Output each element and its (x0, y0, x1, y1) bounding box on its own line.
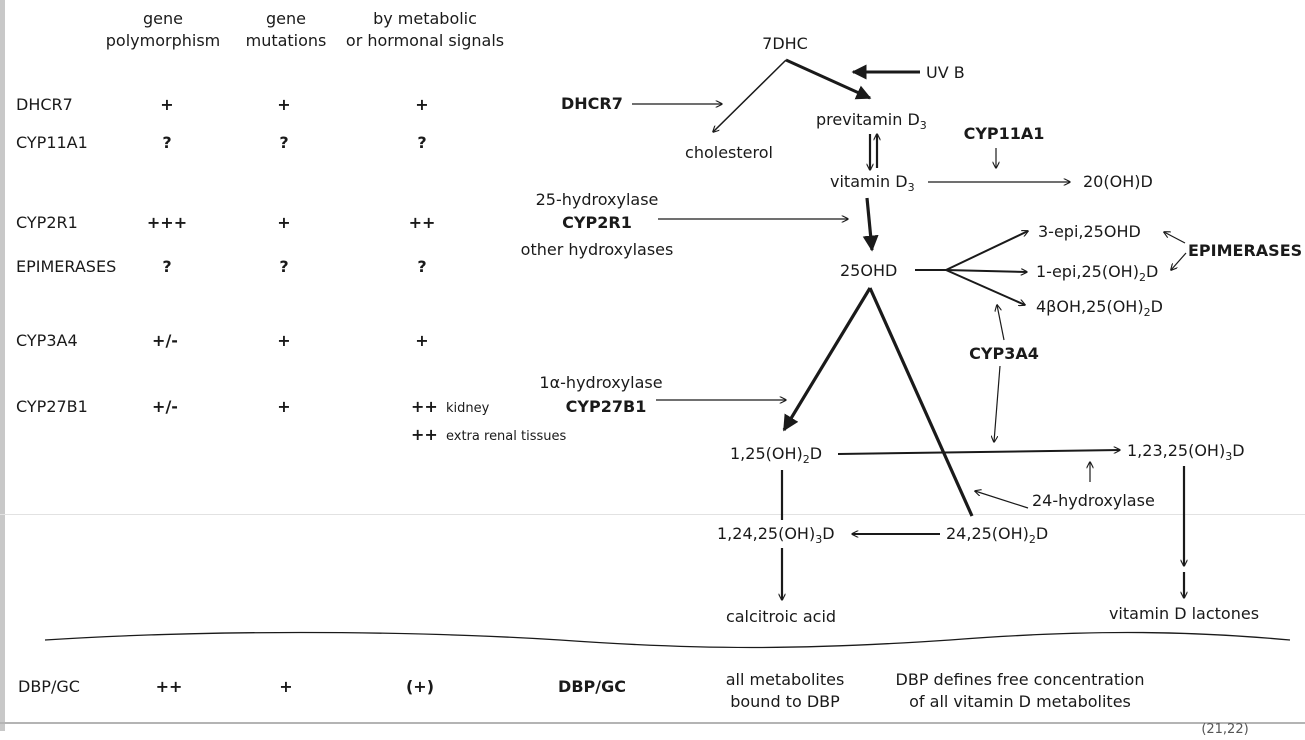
arrow-7dhc-to-cholesterol (713, 59, 787, 132)
row-gene-dhcr7: DHCR7 (16, 95, 73, 114)
arrow-7dhc-to-previtamin (785, 58, 872, 100)
node-20ohd: 20(OH)D (1083, 172, 1153, 191)
row-mut-epimerases: ? (279, 257, 289, 276)
row-mut-cyp11a1: ? (279, 133, 289, 152)
node-previtamin-d3: previtamin D3 (816, 110, 927, 133)
node-1-24-25oh3d: 1,24,25(OH)3D (717, 524, 835, 547)
row-mut-cyp2r1: + (277, 213, 291, 232)
row-gene-dbp: DBP/GC (18, 677, 80, 696)
row-gene-cyp27b1: CYP27B1 (16, 397, 88, 416)
row-poly-cyp2r1: +++ (146, 213, 188, 232)
row-sig-dbp: (+) (405, 677, 435, 696)
row-gene-epimerases: EPIMERASES (16, 257, 117, 276)
row-gene-cyp3a4: CYP3A4 (16, 331, 78, 350)
arrow-24hydroxylase-diag (975, 491, 1029, 509)
arrow-cyp3a4-down (994, 365, 1001, 442)
enzyme-cyp27b1: CYP27B1 (565, 397, 647, 416)
node-vitamin-d-lactones: vitamin D lactones (1108, 604, 1260, 623)
arrow-25ohd-to-4beta (945, 269, 1025, 305)
header-signals: by metabolic or hormonal signals (345, 9, 505, 50)
row-sig-cyp3a4: + (415, 331, 429, 350)
row-sig-epimerases: ? (417, 257, 427, 276)
row-gene-cyp11a1: CYP11A1 (16, 133, 88, 152)
arrow-125-to-12325 (837, 450, 1120, 455)
arrow-25ohd-to-3epi (915, 231, 1028, 271)
row-sig-cyp11a1: ? (417, 133, 427, 152)
node-1-25oh2d: 1,25(OH)2D (730, 444, 823, 467)
node-1-epi-25oh2d: 1-epi,25(OH)2D (1036, 262, 1159, 285)
node-vitamin-d3: vitamin D3 (830, 172, 915, 195)
free-concentration-text: DBP defines free concentration of all vi… (895, 670, 1145, 711)
row-gene-cyp2r1: CYP2R1 (16, 213, 78, 232)
row-sig-note-kidney: kidney (446, 401, 490, 416)
node-calcitroic-acid: calcitroic acid (725, 607, 837, 626)
bound-to-dbp-text: all metabolites bound to DBP (725, 670, 845, 711)
node-uvb: UV B (926, 63, 965, 82)
arrow-epimerases-to-3epi (1164, 232, 1186, 244)
row-poly-cyp27b1: +/- (152, 397, 178, 416)
arrow-25ohd-to-2425 (868, 287, 974, 517)
enzyme-cyp11a1: CYP11A1 (963, 124, 1045, 143)
dbp-label: DBP/GC (558, 677, 626, 696)
enzyme-cyp2r1: CYP2R1 (562, 213, 632, 232)
row-sig2-note-extrarenal: extra renal tissues (446, 429, 567, 444)
arrow-25ohd-to-1epi (945, 270, 1027, 272)
label-1a-hydroxylase: 1α-hydroxylase (539, 373, 663, 392)
arrow-25ohd-to-125 (782, 287, 872, 432)
divider-line (0, 514, 1305, 515)
row-poly-cyp3a4: +/- (152, 331, 178, 350)
node-4beta-oh-25oh2d: 4βOH,25(OH)2D (1036, 297, 1163, 320)
enzyme-dhcr7: DHCR7 (561, 94, 623, 113)
row-mut-cyp3a4: + (277, 331, 291, 350)
node-cholesterol: cholesterol (685, 143, 773, 162)
node-24-25oh2d: 24,25(OH)2D (946, 524, 1049, 547)
header-polymorphism: gene polymorphism (105, 9, 221, 50)
arrow-epimerases-to-1epi (1171, 252, 1187, 270)
arrow-cyp3a4-up (997, 305, 1005, 341)
label-25-hydroxylase: 25-hydroxylase (535, 190, 659, 209)
row-sig-cyp27b1: ++ (411, 397, 438, 416)
row-sig2-cyp27b1: ++ (411, 425, 438, 444)
label-24-hydroxylase: 24-hydroxylase (1032, 491, 1155, 510)
label-other-hydroxylases: other hydroxylases (520, 240, 674, 259)
row-sig-cyp2r1: ++ (408, 213, 436, 232)
wavy-separator (44, 631, 1291, 649)
node-7dhc: 7DHC (762, 34, 808, 53)
row-poly-dbp: ++ (155, 677, 183, 696)
row-poly-epimerases: ? (162, 257, 172, 276)
row-mut-dbp: + (279, 677, 293, 696)
row-poly-cyp11a1: ? (162, 133, 172, 152)
row-sig-dhcr7: + (415, 95, 429, 114)
header-mutations: gene mutations (245, 9, 327, 50)
left-edge-bar (0, 0, 5, 731)
node-1-23-25oh3d: 1,23,25(OH)3D (1127, 441, 1245, 464)
bottom-border (0, 722, 1305, 724)
row-mut-cyp27b1: + (277, 397, 291, 416)
node-25ohd: 25OHD (840, 261, 898, 280)
row-poly-dhcr7: + (160, 95, 174, 114)
enzyme-epimerases: EPIMERASES (1188, 241, 1303, 260)
row-mut-dhcr7: + (277, 95, 291, 114)
node-3-epi-25ohd: 3-epi,25OHD (1038, 222, 1141, 241)
arrow-vitd-to-25ohd (862, 197, 879, 252)
enzyme-cyp3a4: CYP3A4 (969, 344, 1039, 363)
